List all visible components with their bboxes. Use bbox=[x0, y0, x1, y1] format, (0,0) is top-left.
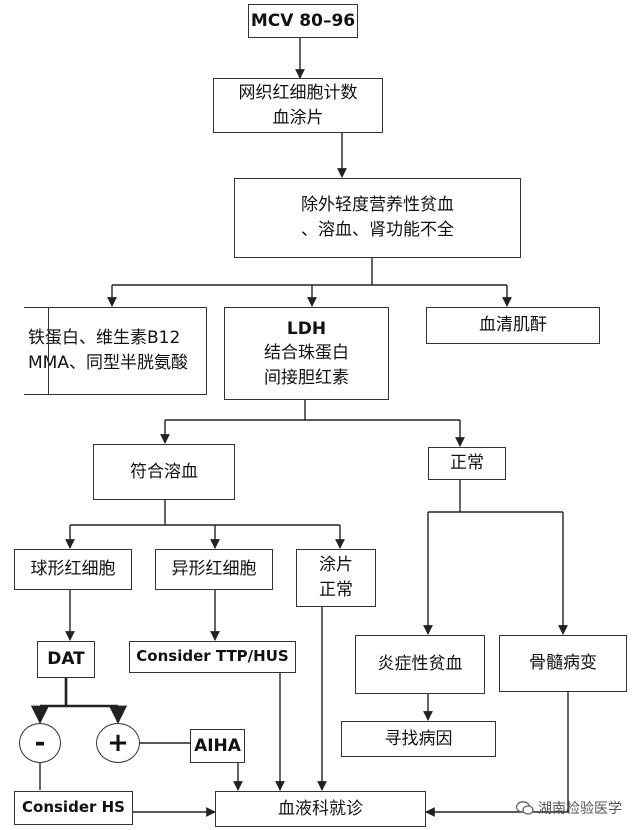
consider-hs-label: Consider HS bbox=[22, 798, 125, 817]
arrow-marrow-hematology bbox=[425, 692, 569, 817]
aiha-label: AIHA bbox=[194, 735, 241, 756]
consider-hs-box: Consider HS bbox=[14, 791, 133, 825]
normal-label: 正常 bbox=[450, 453, 484, 474]
smear-normal-line1: 涂片 bbox=[319, 555, 353, 576]
hemolysis-box: 符合溶血 bbox=[93, 444, 235, 500]
positive-circle: + bbox=[96, 723, 140, 763]
aiha-box: AIHA bbox=[190, 729, 245, 763]
retic-label-line2: 血涂片 bbox=[272, 107, 324, 128]
mcv-box: MCV 80–96 bbox=[248, 4, 358, 38]
iron-label-line1: 铁蛋白、维生素B12 bbox=[28, 328, 181, 349]
negative-circle: - bbox=[19, 723, 61, 763]
ldh-label-line1: LDH bbox=[286, 318, 327, 339]
schistocyte-label: 异形红细胞 bbox=[171, 559, 257, 580]
schistocyte-box: 异形红细胞 bbox=[155, 549, 273, 590]
iron-box: 铁蛋白、维生素B12 MMA、同型半胱氨酸 bbox=[24, 307, 207, 395]
retic-box: 网织红细胞计数 血涂片 bbox=[213, 78, 383, 133]
ldh-label-line2: 结合珠蛋白 bbox=[264, 343, 349, 364]
creatinine-label: 血清肌酐 bbox=[479, 315, 547, 336]
retic-label-line1: 网织红细胞计数 bbox=[238, 82, 358, 103]
plus-label: + bbox=[107, 728, 129, 758]
ldh-label-line3: 间接胆红素 bbox=[264, 367, 349, 388]
inflammation-box: 炎症性贫血 bbox=[355, 635, 485, 694]
cause-box: 寻找病因 bbox=[341, 721, 496, 757]
smear-normal-box: 涂片 正常 bbox=[296, 549, 376, 607]
watermark-text: 湖南检验医学 bbox=[538, 801, 622, 817]
exclude-label-line2: 、溶血、肾功能不全 bbox=[301, 220, 454, 240]
spherocyte-label: 球形红细胞 bbox=[30, 559, 116, 580]
marrow-label: 骨髓病变 bbox=[529, 653, 597, 674]
creatinine-box: 血清肌酐 bbox=[426, 307, 600, 344]
watermark: 湖南检验医学 bbox=[516, 798, 622, 818]
smear-normal-line2: 正常 bbox=[319, 580, 353, 600]
hematology-label: 血液科就诊 bbox=[278, 798, 363, 819]
hematology-box: 血液科就诊 bbox=[215, 791, 426, 827]
wechat-icon bbox=[516, 801, 534, 815]
mcv-label: MCV 80–96 bbox=[250, 10, 356, 31]
dat-box: DAT bbox=[37, 641, 95, 678]
ldh-box: LDH 结合珠蛋白 间接胆红素 bbox=[224, 307, 389, 400]
marrow-box: 骨髓病变 bbox=[499, 635, 627, 692]
exclude-label-line1: 除外轻度营养性贫血 bbox=[301, 195, 454, 216]
iron-label-line2: MMA、同型半胱氨酸 bbox=[28, 353, 188, 373]
normal-box: 正常 bbox=[428, 447, 506, 480]
hemolysis-label: 符合溶血 bbox=[130, 461, 198, 482]
ttp-label: Consider TTP/HUS bbox=[136, 647, 289, 666]
ttp-box: Consider TTP/HUS bbox=[129, 641, 296, 673]
inflammation-label: 炎症性贫血 bbox=[377, 654, 463, 675]
exclude-box: 除外轻度营养性贫血 、溶血、肾功能不全 bbox=[234, 178, 521, 258]
cause-label: 寻找病因 bbox=[384, 728, 453, 749]
dat-label: DAT bbox=[47, 649, 85, 670]
minus-label: - bbox=[34, 728, 46, 758]
spherocyte-box: 球形红细胞 bbox=[14, 549, 132, 590]
